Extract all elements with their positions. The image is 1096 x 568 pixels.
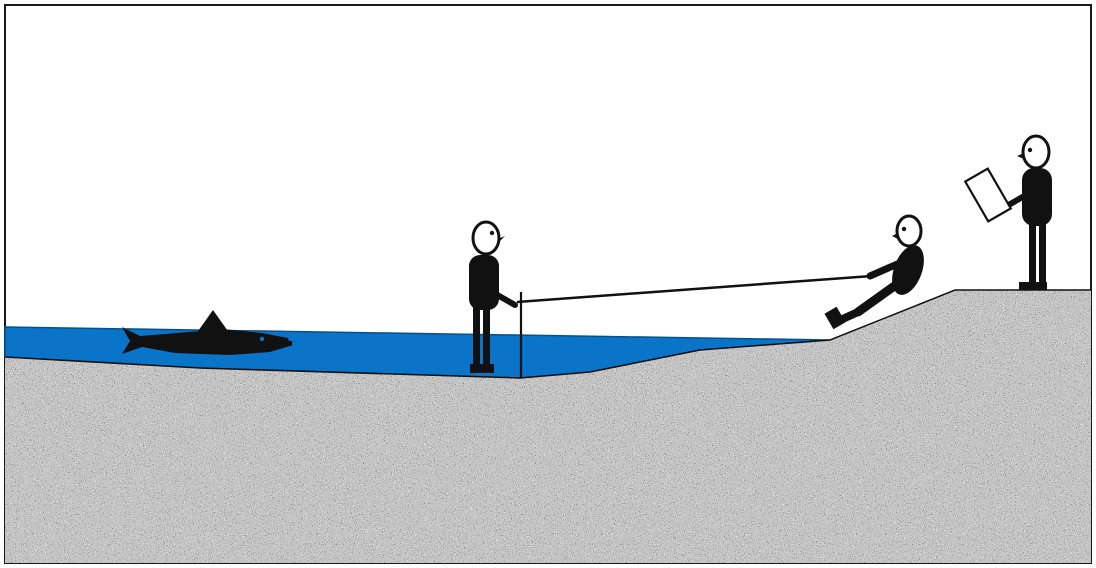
diagram-canvas [0,0,1096,568]
stream-survey-diagram [0,0,1096,568]
